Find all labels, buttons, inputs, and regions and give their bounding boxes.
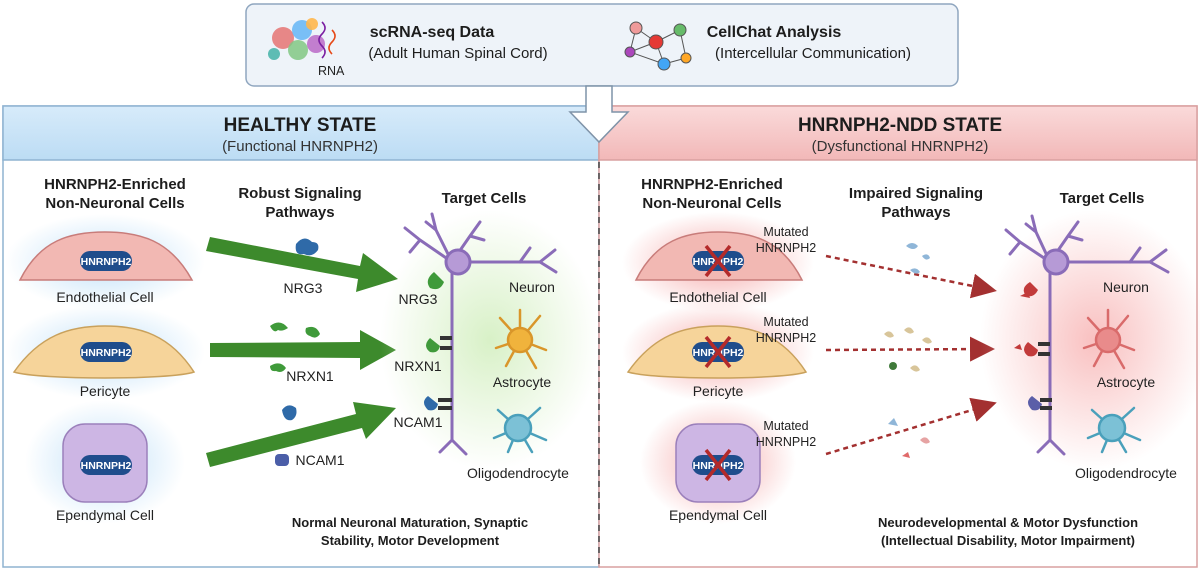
- ncam1-receptor-label: NCAM1: [393, 414, 442, 430]
- disease-subtitle: (Dysfunctional HNRNPH2): [812, 138, 989, 155]
- disease-pericyte-cell: HNRNPH2: [622, 302, 814, 402]
- ncam1-ligand-icon-2: [275, 454, 289, 466]
- disease-neuron-label: Neuron: [1103, 279, 1149, 295]
- mutated-label-3b: HNRNPH2: [756, 435, 816, 449]
- healthy-oligodendrocyte: [492, 406, 548, 454]
- impaired-arrow-1: [825, 254, 997, 299]
- nrxn1-receptor-label: NRXN1: [394, 358, 442, 374]
- disease-oligodendrocyte-label: Oligodendrocyte: [1075, 465, 1177, 481]
- disease-endothelial-label: Endothelial Cell: [669, 289, 766, 305]
- cellchat-network-icon: [624, 21, 692, 71]
- healthy-pericyte-nucleus: HNRNPH2: [81, 347, 132, 359]
- disease-endothelial-cell: HNRNPH2: [622, 212, 814, 312]
- scrna-title: scRNA-seq Data: [370, 24, 495, 41]
- disease-footer-2: (Intellectual Disability, Motor Impairme…: [881, 533, 1135, 548]
- mutated-label-3a: Mutated: [763, 419, 808, 433]
- nrg3-receptor-label: NRG3: [399, 291, 438, 307]
- cellchat-subtitle: (Intercellular Communication): [715, 45, 911, 62]
- healthy-pathway-header-2: Pathways: [265, 204, 334, 221]
- impaired-arrow-3: [825, 397, 997, 456]
- healthy-subtitle: (Functional HNRNPH2): [222, 138, 378, 155]
- disease-ependymal-label: Ependymal Cell: [669, 507, 767, 523]
- disease-oligodendrocyte: [1086, 406, 1142, 454]
- disease-ependymal-cell: HNRNPH2: [640, 400, 796, 524]
- flow-down-arrow: [568, 85, 630, 144]
- healthy-ependymal-cell: HNRNPH2: [25, 400, 185, 524]
- disease-pericyte-label: Pericyte: [693, 383, 744, 399]
- disease-broken-receptors: [1014, 282, 1052, 411]
- nrg3-ligand-label: NRG3: [284, 280, 323, 296]
- mutated-label-1a: Mutated: [763, 225, 808, 239]
- healthy-neuron: [403, 212, 558, 456]
- top-box: RNA scRNA-seq Data (Adult Human Spinal C…: [245, 3, 959, 87]
- ncam1-ligand-label: NCAM1: [295, 452, 344, 468]
- scrna-subtitle: (Adult Human Spinal Cord): [368, 45, 547, 62]
- rna-label: RNA: [318, 64, 345, 78]
- healthy-footer-2: Stability, Motor Development: [321, 533, 500, 548]
- impaired-arrow-2: [825, 336, 995, 362]
- mutated-label-2b: HNRNPH2: [756, 331, 816, 345]
- healthy-pericyte-label: Pericyte: [80, 383, 131, 399]
- disease-fragmented-ligands: [884, 243, 932, 458]
- mutated-label-2a: Mutated: [763, 315, 808, 329]
- healthy-footer-1: Normal Neuronal Maturation, Synaptic: [292, 515, 528, 530]
- disease-pathway-arrows: [825, 254, 997, 456]
- healthy-ependymal-nucleus: HNRNPH2: [81, 460, 132, 472]
- disease-footer-1: Neurodevelopmental & Motor Dysfunction: [878, 515, 1138, 530]
- ncam1-arrow: [206, 402, 396, 467]
- nrxn1-arrow: [210, 330, 396, 370]
- nrxn1-ligand-label: NRXN1: [286, 368, 334, 384]
- disease-astrocyte: [1082, 308, 1136, 370]
- ncam1-receptor-icon: [424, 396, 438, 411]
- healthy-source-header-1: HNRNPH2-Enriched: [44, 176, 186, 193]
- healthy-neuron-label: Neuron: [509, 279, 555, 295]
- disease-astrocyte-label: Astrocyte: [1097, 374, 1156, 390]
- healthy-source-header-2: Non-Neuronal Cells: [45, 195, 184, 212]
- disease-pathway-header-1: Impaired Signaling: [849, 185, 983, 202]
- healthy-pericyte-cell: HNRNPH2: [5, 304, 205, 400]
- disease-pathway-header-2: Pathways: [881, 204, 950, 221]
- healthy-title: HEALTHY STATE: [224, 115, 377, 136]
- nrxn1-receptor-icon: [426, 338, 440, 353]
- nrg3-receptor-icon: [427, 272, 444, 290]
- healthy-receptors: [424, 272, 452, 411]
- healthy-pathway-arrows: [206, 237, 398, 467]
- disease-neuron: [1004, 214, 1170, 456]
- nrxn1-ligand-icon-1: [270, 322, 288, 332]
- cellchat-title: CellChat Analysis: [707, 24, 842, 41]
- healthy-ependymal-label: Ependymal Cell: [56, 507, 154, 523]
- healthy-oligodendrocyte-label: Oligodendrocyte: [467, 465, 569, 481]
- healthy-astrocyte-label: Astrocyte: [493, 374, 552, 390]
- healthy-pathway-header-1: Robust Signaling: [238, 185, 361, 202]
- healthy-ligands: [270, 238, 320, 466]
- disease-source-header-2: Non-Neuronal Cells: [642, 195, 781, 212]
- mutated-label-1b: HNRNPH2: [756, 241, 816, 255]
- disease-source-header-1: HNRNPH2-Enriched: [641, 176, 783, 193]
- nrxn1-ligand-icon-2: [305, 326, 320, 338]
- scrna-cluster-icon: [268, 18, 336, 60]
- healthy-target-header: Target Cells: [442, 190, 527, 207]
- healthy-endothelial-nucleus: HNRNPH2: [81, 256, 132, 268]
- nrg3-arrow: [206, 237, 398, 292]
- disease-target-header: Target Cells: [1060, 190, 1145, 207]
- healthy-astrocyte: [494, 308, 548, 370]
- ncam1-ligand-icon-1: [282, 405, 297, 421]
- healthy-endothelial-cell: HNRNPH2: [5, 214, 205, 310]
- nrg3-ligand-icon: [295, 238, 319, 256]
- nrxn1-ligand-icon-3: [270, 363, 286, 372]
- disease-title: HNRNPH2-NDD STATE: [798, 115, 1002, 136]
- healthy-endothelial-label: Endothelial Cell: [56, 289, 153, 305]
